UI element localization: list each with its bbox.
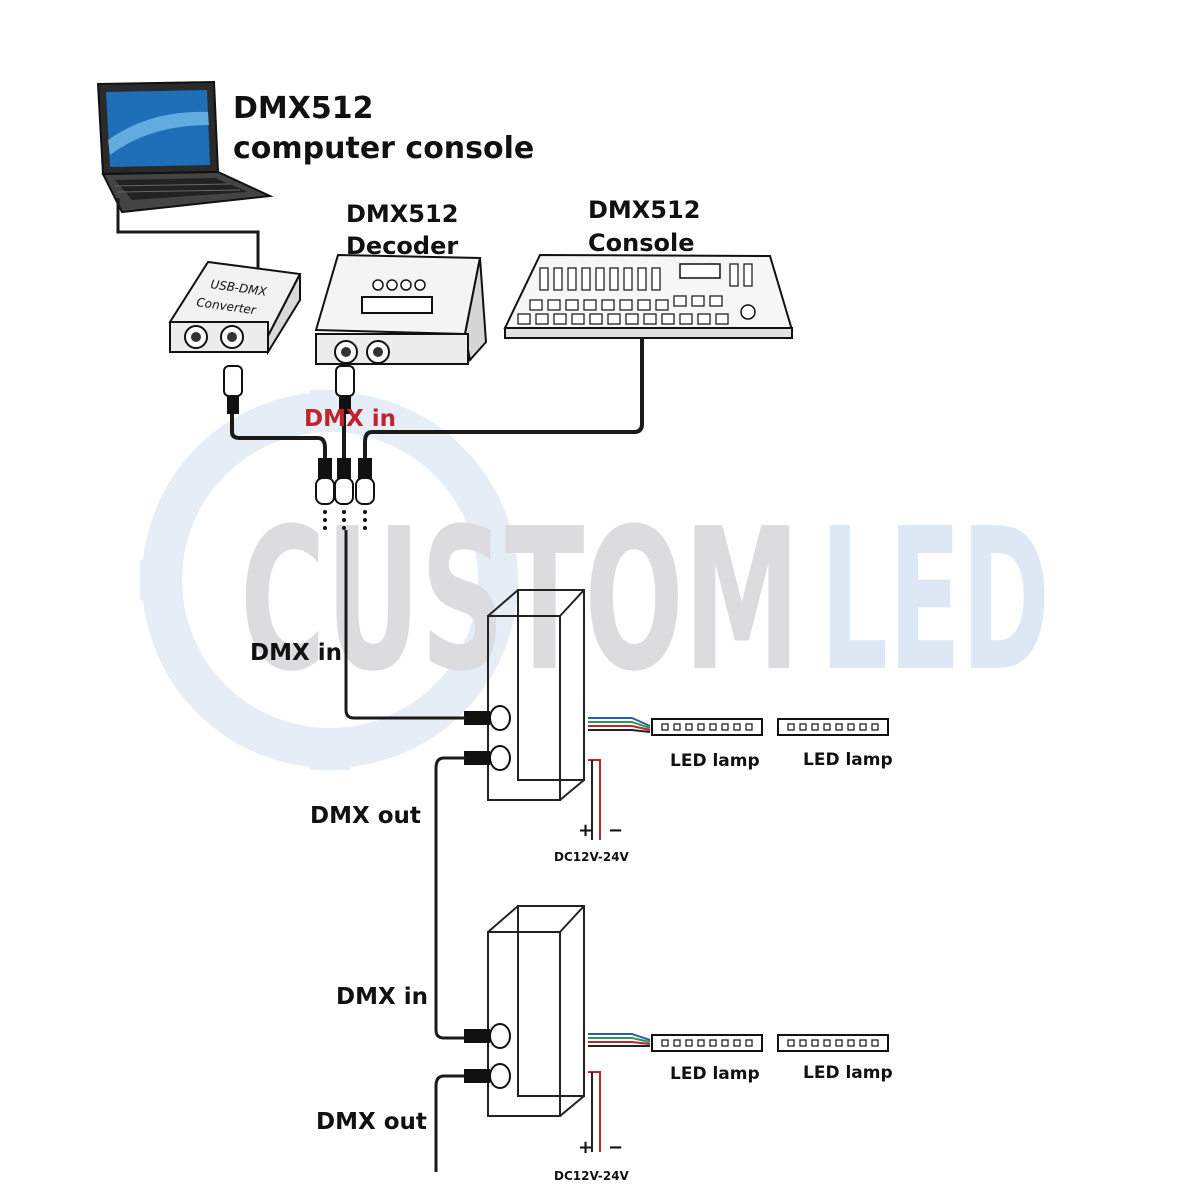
label-led-lamp-2b: LED lamp [803,1063,893,1083]
label-decoder-line1: DMX512 [346,200,458,228]
label-minus-1: − [608,820,623,841]
watermark-text-led: LED [820,487,1050,715]
label-led-lamp-1a: LED lamp [670,751,760,771]
label-dmx-in-1: DMX in [250,640,342,666]
triple-xlr-plug-icon [315,458,375,530]
label-decoder-line2: Decoder [346,232,458,260]
label-power-2: DC12V-24V [554,1169,630,1183]
led-strip-2b-icon [777,1034,889,1052]
label-plus-2: + [578,1137,593,1158]
decoder-box-1 [464,589,585,801]
laptop-icon [96,80,274,214]
label-computer-console-line2: computer console [233,131,534,166]
watermark-text-custom: CUSTOM [240,487,800,715]
dmx-console-icon [503,253,794,339]
label-led-lamp-2a: LED lamp [670,1064,760,1084]
label-power-1: DC12V-24V [554,850,630,864]
dmx-decoder-icon [314,253,488,365]
label-dmx-out-1: DMX out [310,803,421,829]
gear-icon [140,390,518,770]
label-console-line2: Console [588,229,694,257]
label-console-line1: DMX512 [588,196,700,224]
watermark: CUSTOM LED [140,390,1050,770]
label-dmx-out-2: DMX out [316,1109,427,1135]
label-computer-console-line1: DMX512 [233,91,374,126]
label-dmx-in-top: DMX in [304,406,396,432]
led-strip-1a-icon [651,718,763,736]
label-led-lamp-1b: LED lamp [803,750,893,770]
xlr-plug-icon [223,365,355,414]
led-strip-2a-icon [651,1034,763,1052]
decoder-box-2 [464,905,585,1117]
label-plus-1: + [578,820,593,841]
usb-dmx-converter-icon: USB-DMX Converter [168,260,302,356]
label-dmx-in-2: DMX in [336,984,428,1010]
led-strip-1b-icon [777,718,889,736]
led-wires-1 [588,717,651,840]
led-wires-2 [588,1033,651,1152]
label-minus-2: − [608,1137,623,1158]
